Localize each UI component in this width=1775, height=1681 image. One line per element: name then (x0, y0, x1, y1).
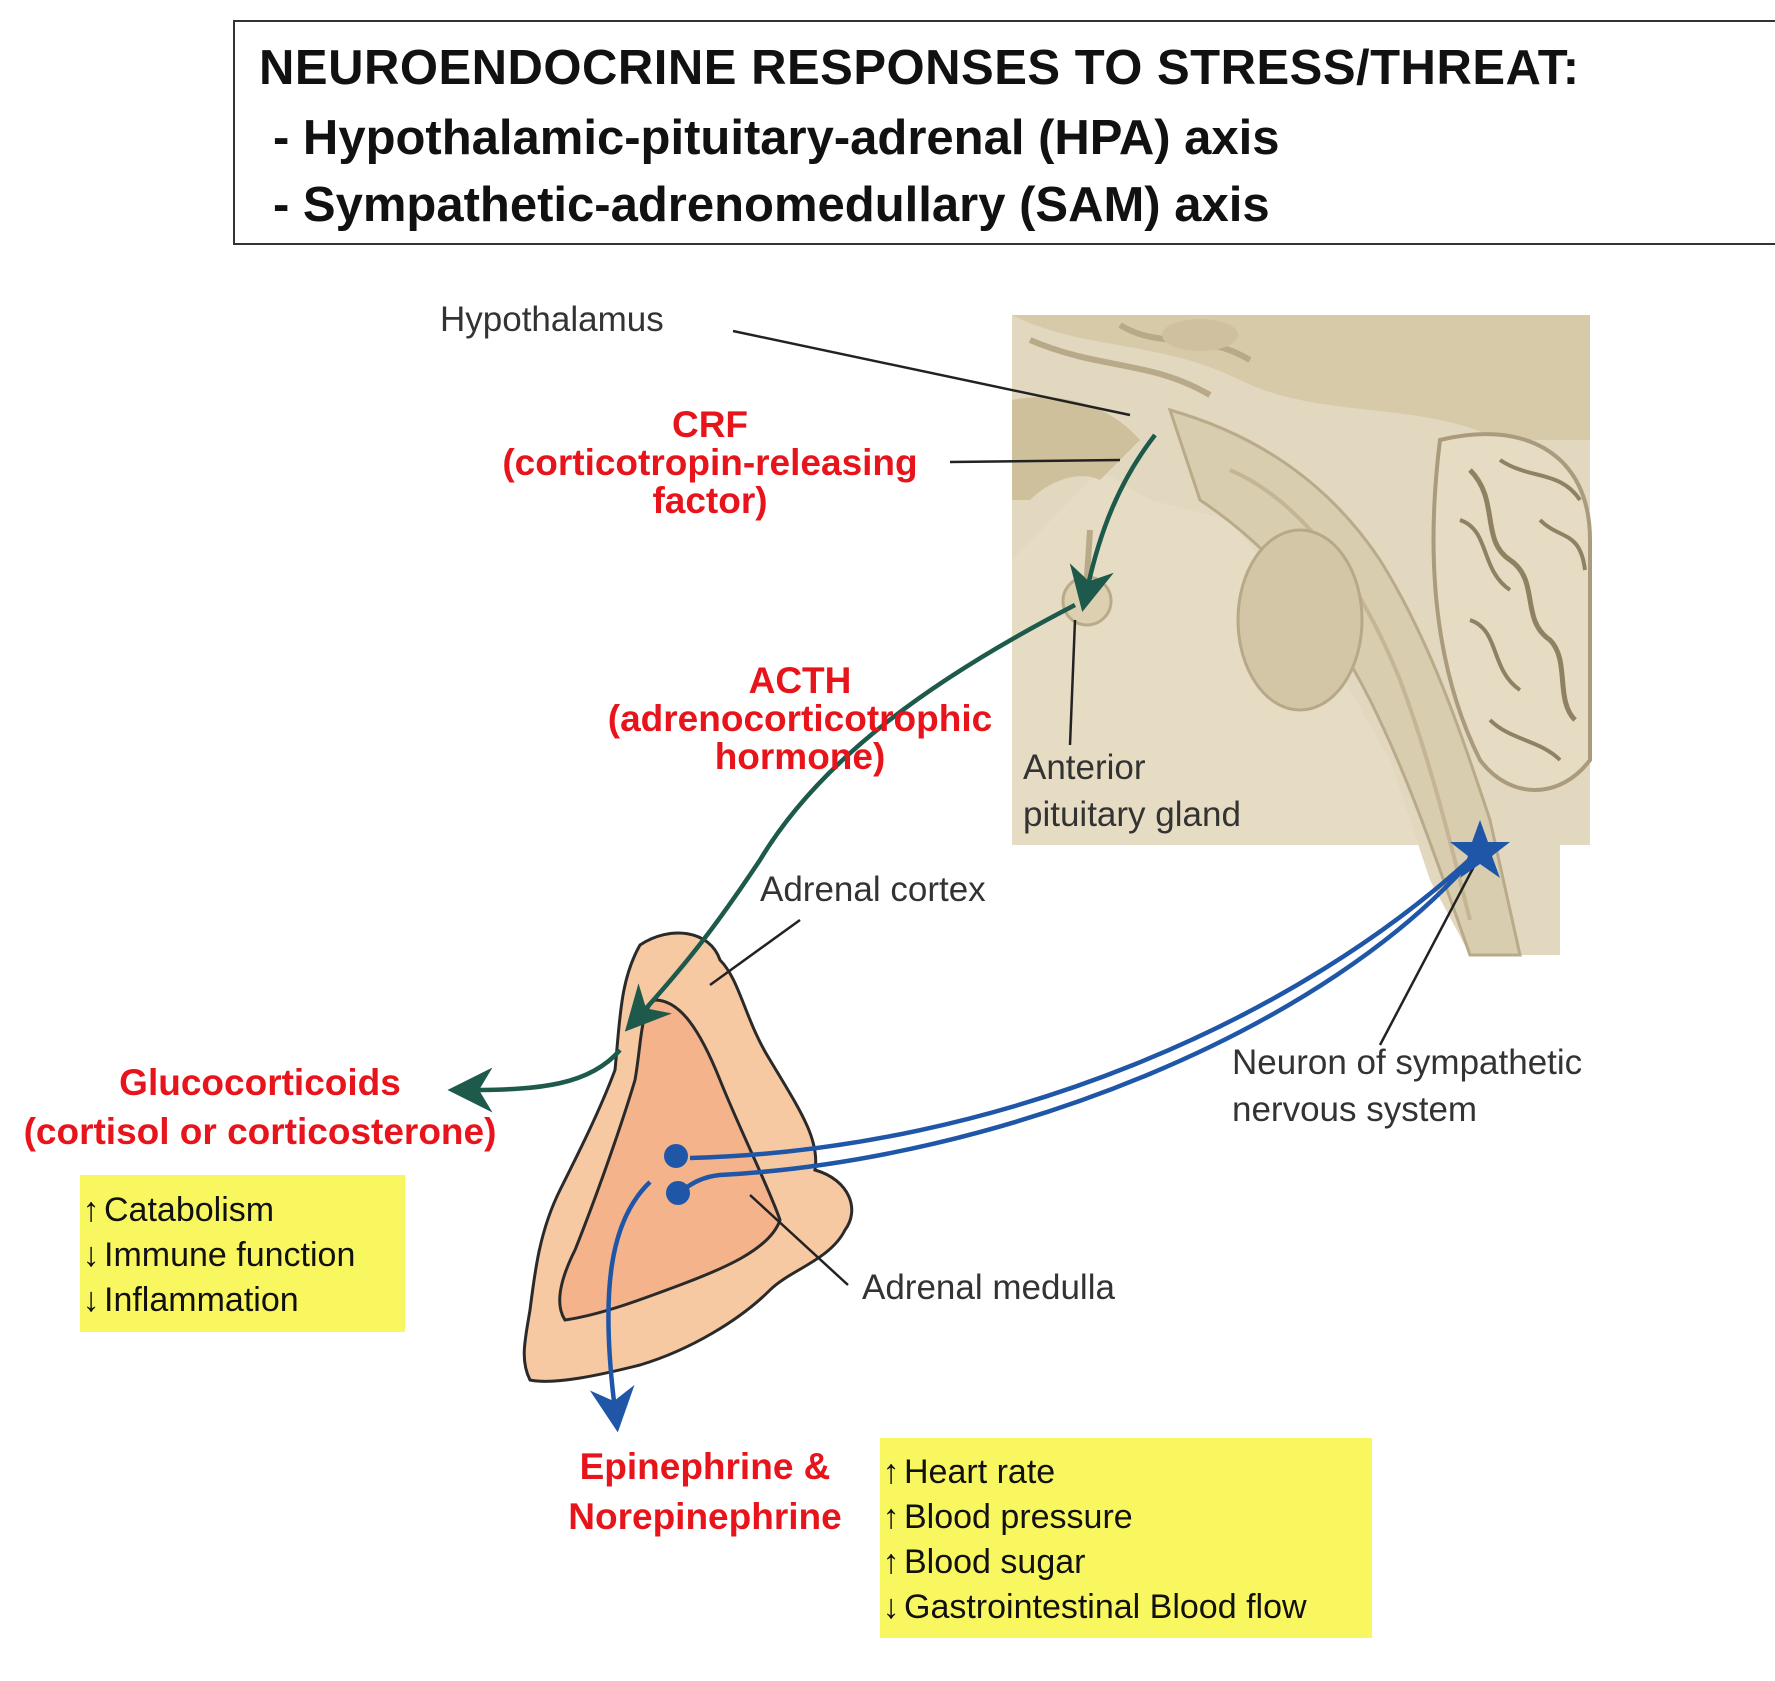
crf-arrow (1069, 433, 1157, 612)
label-adrenal-medulla: Adrenal medulla (862, 1268, 1115, 1307)
arrow-down-icon: ↓ (82, 1281, 100, 1319)
epinephrine-effects-box: ↑Heart rate↑Blood pressure↑Blood sugar↓G… (880, 1438, 1372, 1638)
effect-text: Blood pressure (904, 1498, 1133, 1536)
gluco-name: Glucocorticoids (119, 1062, 401, 1103)
epi-name-1: Epinephrine & (579, 1446, 831, 1487)
acth-abbr: ACTH (748, 660, 852, 701)
effect-row: ↓Immune function (80, 1233, 405, 1278)
anterior-pituitary-pointer (1068, 619, 1077, 746)
arrow-up-icon: ↑ (82, 1191, 100, 1229)
glucocorticoid-effects-box: ↑Catabolism↓Immune function↓Inflammation (80, 1175, 405, 1332)
adrenal-gland (522, 931, 854, 1383)
crf-pointer (949, 458, 1121, 464)
effect-text: Inflammation (104, 1281, 299, 1319)
label-nervous-system: nervous system (1232, 1090, 1478, 1129)
hpa-arrows (447, 433, 1157, 1113)
effect-row: ↑Catabolism (80, 1188, 405, 1233)
effect-row: ↑Blood sugar (880, 1540, 1372, 1585)
effect-text: Heart rate (904, 1453, 1056, 1491)
effect-row: ↑Blood pressure (880, 1495, 1372, 1540)
arrow-down-icon: ↓ (82, 1236, 100, 1274)
hormone-glucocorticoids: Glucocorticoids (cortisol or corticoster… (0, 1058, 520, 1156)
effect-text: Immune function (104, 1236, 356, 1274)
pointer-lines (709, 329, 1482, 1286)
brain-section (1012, 315, 1592, 957)
hormone-acth: ACTH (adrenocorticotrophic hormone) (585, 662, 1015, 776)
crf-abbr: CRF (671, 404, 749, 445)
arrow-up-icon: ↑ (882, 1498, 900, 1536)
acth-name-2: hormone) (714, 736, 886, 777)
arrow-up-icon: ↑ (882, 1453, 900, 1491)
hormone-crf: CRF (corticotropin-releasing factor) (480, 406, 940, 520)
arrow-up-icon: ↑ (882, 1543, 900, 1581)
gluco-examples: (cortisol or corticosterone) (23, 1111, 497, 1152)
effect-text: Blood sugar (904, 1543, 1086, 1581)
label-hypothalamus: Hypothalamus (440, 300, 664, 339)
title-sam-axis: - Sympathetic-adrenomedullary (SAM) axis (273, 178, 1270, 232)
adrenal-cortex-pointer (709, 918, 801, 987)
nerve-terminal-2 (666, 1181, 690, 1205)
title-heading: NEUROENDOCRINE RESPONSES TO STRESS/THREA… (259, 41, 1580, 95)
effect-row: ↓Inflammation (80, 1278, 405, 1323)
acth-arrow (624, 603, 1077, 1032)
nerve-terminal-1 (664, 1144, 688, 1168)
effect-text: Catabolism (104, 1191, 275, 1229)
label-neuron: Neuron of sympathetic (1232, 1043, 1583, 1082)
effect-text: Gastrointestinal Blood flow (904, 1588, 1307, 1626)
sam-arrows (589, 848, 1482, 1433)
sympathetic-neuron-pointer (1378, 854, 1482, 1046)
label-pituitary-gland: pituitary gland (1023, 795, 1241, 834)
acth-name-1: (adrenocorticotrophic (607, 698, 993, 739)
title-hpa-axis: - Hypothalamic-pituitary-adrenal (HPA) a… (273, 111, 1280, 165)
label-adrenal-cortex: Adrenal cortex (760, 870, 986, 909)
crf-name-2: factor) (652, 480, 768, 521)
hormone-epinephrine: Epinephrine & Norepinephrine (545, 1442, 865, 1542)
hypothalamus-pointer (732, 329, 1131, 417)
sympathetic-nerve-fiber (689, 848, 1482, 1161)
adrenal-medulla-pointer (749, 1194, 849, 1286)
arrow-down-icon: ↓ (882, 1588, 900, 1626)
sympathetic-neuron-icon (1450, 820, 1510, 878)
crf-name-1: (corticotropin-releasing (502, 442, 918, 483)
title-box: NEUROENDOCRINE RESPONSES TO STRESS/THREA… (233, 20, 1775, 245)
effect-row: ↓Gastrointestinal Blood flow (880, 1585, 1372, 1630)
epinephrine-arrow (589, 1180, 652, 1433)
sympathetic-nerve-fiber-2 (676, 848, 1482, 1195)
cerebellum (1431, 432, 1592, 792)
epi-name-2: Norepinephrine (568, 1496, 842, 1537)
label-anterior: Anterior (1023, 748, 1146, 787)
effect-row: ↑Heart rate (880, 1450, 1372, 1495)
glucocorticoid-arrow (447, 1048, 622, 1113)
